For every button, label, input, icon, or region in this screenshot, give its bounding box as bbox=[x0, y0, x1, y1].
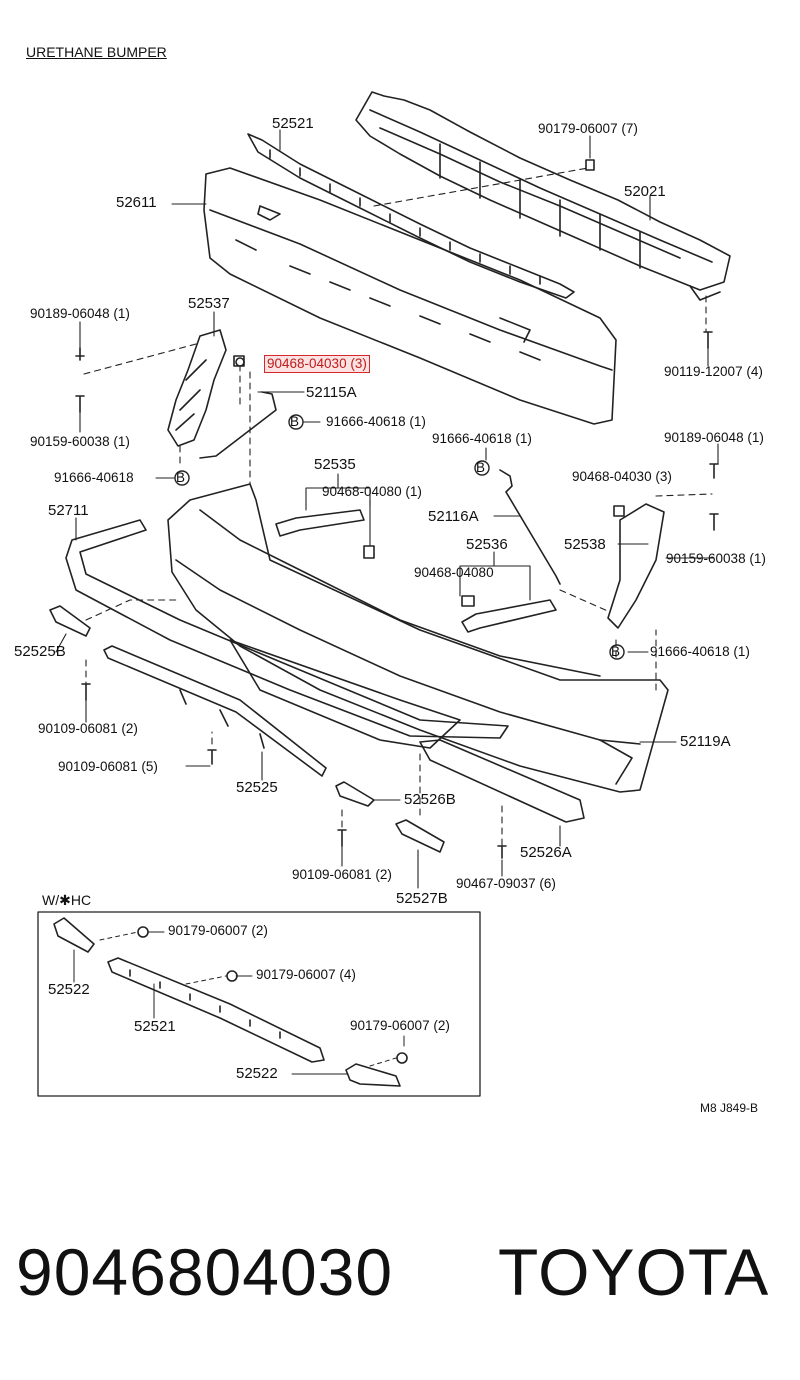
b-marker-d: B bbox=[611, 644, 621, 659]
bumper-cover-52611 bbox=[203, 167, 617, 425]
bracket-52537 bbox=[167, 329, 227, 447]
b-marker-c: B bbox=[176, 470, 186, 485]
callout-90189-06048-right: 90189-06048 (1) bbox=[664, 430, 764, 445]
inset-callout-52522-b: 52522 bbox=[236, 1065, 278, 1082]
inset-callout-90179-06007-2a: 90179-06007 (2) bbox=[168, 923, 268, 938]
callout-90468-04030-highlighted[interactable]: 90468-04030 (3) bbox=[264, 355, 370, 373]
diagram-title: URETHANE BUMPER bbox=[26, 44, 167, 60]
callout-91666-40618-left: 91666-40618 bbox=[54, 470, 134, 485]
callout-90159-60038-right: 90159-60038 (1) bbox=[666, 551, 766, 566]
b-marker-a: B bbox=[290, 414, 300, 429]
inset-frame bbox=[37, 911, 481, 1097]
callout-52538: 52538 bbox=[564, 536, 606, 553]
dashed-assembly-lines bbox=[83, 167, 713, 847]
callout-90467-09037: 90467-09037 (6) bbox=[456, 876, 556, 891]
b-marker-b: B bbox=[476, 460, 486, 475]
callout-52526b: 52526B bbox=[404, 791, 456, 808]
drawing-code: M8 J849-B bbox=[700, 1101, 759, 1115]
spoiler-52711 bbox=[65, 519, 509, 739]
callout-90159-60038-left: 90159-60038 (1) bbox=[30, 434, 130, 449]
callout-90189-06048-left: 90189-06048 (1) bbox=[30, 306, 130, 321]
callout-52525: 52525 bbox=[236, 779, 278, 796]
callout-52116a: 52116A bbox=[428, 508, 479, 525]
b-markers bbox=[174, 414, 625, 660]
callout-91666-40618-c: 91666-40618 (1) bbox=[650, 644, 750, 659]
callout-90119-12007: 90119-12007 (4) bbox=[664, 364, 763, 379]
callout-90468-04080-a: 90468-04080 (1) bbox=[322, 484, 422, 499]
callout-90109-06081-c: 90109-06081 (2) bbox=[292, 867, 392, 882]
footer-brand: TOYOTA bbox=[498, 1235, 770, 1309]
callout-90109-06081-a: 90109-06081 (2) bbox=[38, 721, 138, 736]
callout-52521-top: 52521 bbox=[272, 115, 314, 132]
callout-90468-04080-b: 90468-04080 bbox=[414, 565, 494, 580]
callout-52535: 52535 bbox=[314, 456, 356, 473]
inset-callout-90179-06007-2b: 90179-06007 (2) bbox=[350, 1018, 450, 1033]
extension-52526a bbox=[419, 739, 585, 823]
bumper-reinforcement-52021 bbox=[355, 91, 731, 301]
inset-title: W/✱HC bbox=[42, 892, 92, 908]
callout-52536: 52536 bbox=[466, 536, 508, 553]
callout-90109-06081-b: 90109-06081 (5) bbox=[58, 759, 158, 774]
callout-52021: 52021 bbox=[624, 183, 666, 200]
callout-52526a: 52526A bbox=[520, 844, 572, 861]
callout-52611: 52611 bbox=[116, 194, 157, 211]
callout-90179-06007-7: 90179-06007 (7) bbox=[538, 121, 638, 136]
callout-91666-40618-a: 91666-40618 (1) bbox=[326, 414, 426, 429]
fasteners bbox=[75, 159, 719, 859]
callout-52119a: 52119A bbox=[680, 733, 731, 750]
callout-91666-40618-b: 91666-40618 (1) bbox=[432, 431, 532, 446]
callout-52527b: 52527B bbox=[396, 890, 448, 907]
inset-callout-52522-a: 52522 bbox=[48, 981, 90, 998]
leader-lines bbox=[55, 129, 719, 889]
footer-part-number: 9046804030 bbox=[16, 1235, 394, 1309]
callout-52537: 52537 bbox=[188, 295, 230, 312]
callout-90468-04030-right: 90468-04030 (3) bbox=[572, 469, 672, 484]
inset-callout-52521: 52521 bbox=[134, 1018, 176, 1035]
callout-52711: 52711 bbox=[48, 502, 89, 519]
callout-52115a: 52115A bbox=[306, 384, 357, 401]
retainer-52521-top bbox=[247, 133, 575, 299]
bumper-cover-52119a bbox=[167, 483, 669, 793]
small-parts bbox=[49, 355, 665, 853]
inset-callout-90179-06007-4: 90179-06007 (4) bbox=[256, 967, 356, 982]
stay-52115a bbox=[199, 357, 277, 459]
callout-52525b: 52525B bbox=[14, 643, 66, 660]
extension-52525 bbox=[103, 645, 327, 777]
